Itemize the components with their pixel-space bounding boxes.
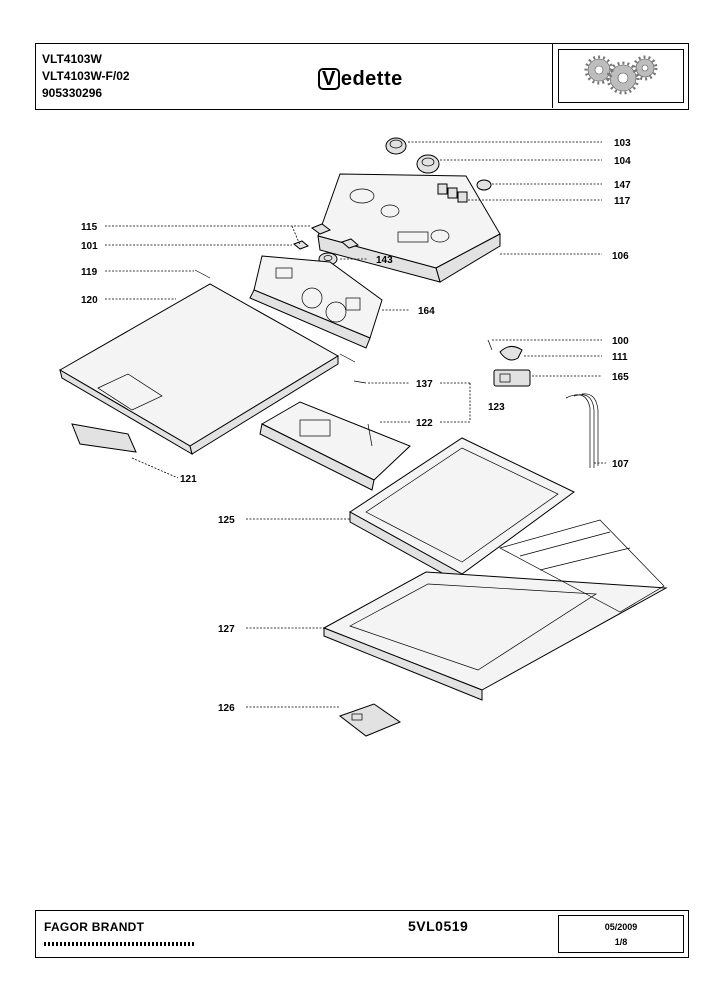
part-detergent-dispenser-122 (259, 401, 411, 491)
callout-123: 123 (488, 402, 505, 413)
callout-117: 117 (614, 196, 631, 207)
gears-image (558, 49, 684, 103)
callout-143: 143 (376, 255, 393, 266)
callout-126: 126 (218, 703, 235, 714)
part-lid-120 (59, 283, 339, 456)
exploded-view-diagram: 103 104 147 117 106 115 101 143 119 120 … (59, 137, 668, 737)
part-screw-119 (194, 269, 356, 363)
vedette-logo-text: edette (340, 68, 403, 90)
footer-fine-print (44, 942, 194, 946)
model-code-1: VLT4103W (42, 52, 102, 66)
part-push-buttons-117 (437, 183, 468, 203)
part-top-frame-gasket-125 (349, 437, 575, 585)
part-screw-100 (487, 339, 493, 351)
part-handle-121 (71, 423, 137, 453)
callout-119: 119 (81, 267, 98, 278)
callout-106: 106 (612, 251, 629, 262)
model-codes: VLT4103W VLT4103W-F/02 905330296 (42, 51, 130, 102)
page-number: 1/8 (614, 937, 628, 947)
part-cover-111 (499, 346, 523, 361)
title-block-footer: FAGOR BRANDT 5VL0519 05/2009 1/8 (35, 910, 689, 958)
part-clip-101 (293, 238, 359, 250)
part-clip-115 (310, 223, 332, 235)
document-reference: 5VL0519 (408, 918, 469, 934)
part-door-lock-165 (493, 369, 531, 387)
callout-120: 120 (81, 295, 98, 306)
part-knob-104 (416, 154, 440, 174)
callout-107: 107 (612, 459, 629, 470)
leader-lines (105, 141, 606, 708)
vedette-logo-v-mark: V (318, 68, 340, 90)
callout-111: 111 (612, 352, 628, 363)
gears-icon (584, 55, 658, 95)
part-number: 905330296 (42, 86, 103, 100)
callout-165: 165 (612, 372, 629, 383)
callout-115: 115 (81, 222, 98, 233)
callout-122: 122 (416, 418, 433, 429)
part-knob-103 (385, 137, 407, 155)
callout-125: 125 (218, 515, 235, 526)
part-programmer-board-164 (249, 255, 383, 349)
callout-101: 101 (81, 241, 98, 252)
callout-147: 147 (614, 180, 631, 191)
document-date: 05/2009 (604, 922, 638, 932)
callout-127: 127 (218, 624, 235, 635)
part-button-147 (476, 179, 492, 191)
part-cover-126 (338, 703, 402, 737)
date-page-box: 05/2009 1/8 (558, 915, 684, 953)
part-screw-137 (353, 380, 367, 384)
gears-image-box (552, 44, 689, 108)
callout-104: 104 (614, 156, 631, 167)
part-control-panel-106 (317, 173, 501, 283)
callout-103: 103 (614, 138, 631, 149)
part-worktop-frame-127 (322, 519, 668, 701)
callout-137: 137 (416, 379, 433, 390)
callout-100: 100 (612, 336, 629, 347)
callout-164: 164 (418, 306, 435, 317)
fagor-brandt-logo: FAGOR BRANDT (44, 920, 144, 934)
callout-121: 121 (180, 474, 197, 485)
model-code-2: VLT4103W-F/02 (42, 69, 130, 83)
brand-name: FAGOR BRANDT (44, 920, 145, 934)
part-wiring-harness-107 (565, 393, 599, 468)
